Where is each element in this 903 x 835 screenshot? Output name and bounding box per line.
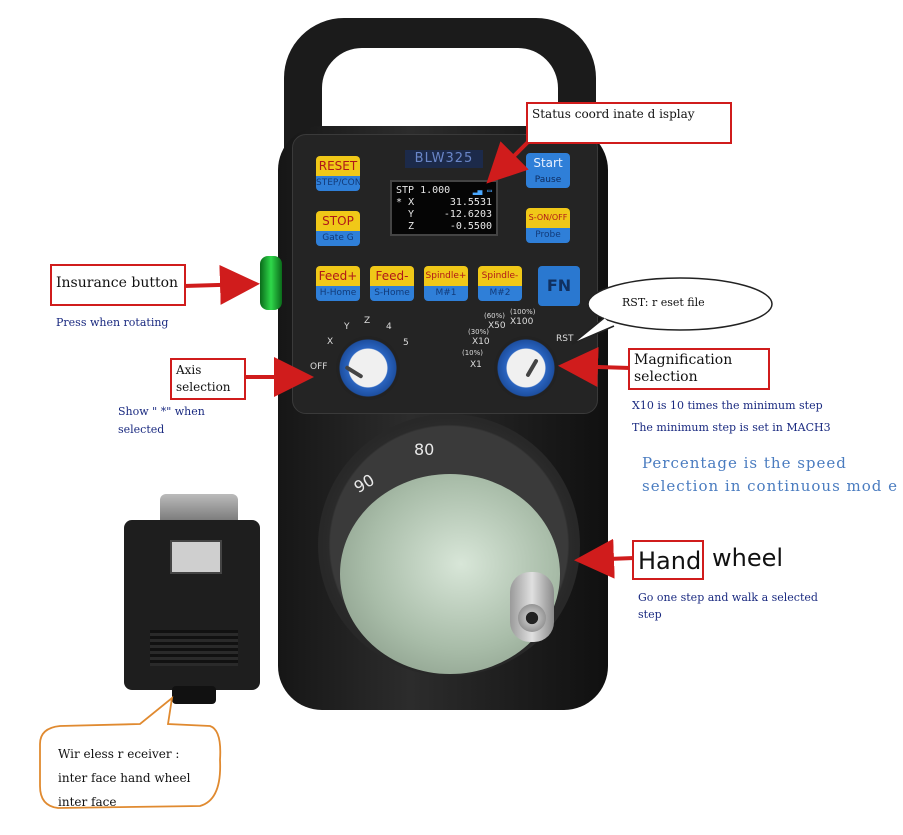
percentage-note-2: selection in continuous mod e [642,477,899,495]
arrow-hand-wheel [574,538,635,579]
mag-dial-p10: (10%) [462,349,484,357]
axis-dial-4: 4 [386,322,392,332]
lcd-selected-marker: * [396,197,403,208]
mag-dial-p100: (100%) [510,308,536,316]
axis-note-2: selected [118,423,165,436]
stop-button[interactable]: STOP Gate G [316,211,360,246]
axis-dial-5: 5 [403,338,409,348]
feed-plus-button[interactable]: Feed+ H-Home [316,266,360,301]
status-display-callout: Status coord inate d isplay [526,102,732,144]
lcd-value-z: -0.5500 [449,221,492,232]
lcd-step: STP 1.000 [396,185,451,196]
axis-dial-off: OFF [310,362,328,372]
mag-dial-x1: X1 [470,360,482,370]
rst-bubble-tail [571,317,615,345]
mag-dial-rst: RST [556,334,574,344]
start-button[interactable]: Start Pause [526,153,570,188]
arrow-status-display [486,138,532,184]
insurance-button-callout: Insurance button [50,264,186,306]
signal-battery-icon: ▂▄ ▭ [472,186,492,195]
model-label: BLW325 [405,150,483,168]
receiver-bubble [39,695,222,809]
mag-note-1: X10 is 10 times the minimum step [632,399,823,412]
rst-bubble [587,277,773,331]
feed-minus-button[interactable]: Feed- S-Home [370,266,414,301]
axis-selection-callout: Axis selection [170,358,246,400]
magnification-knob[interactable] [494,336,558,400]
mag-note-2: The minimum step is set in MACH3 [632,421,831,434]
hand-note-1: Go one step and walk a selected [638,591,818,604]
mag-dial-x100: X100 [510,317,534,327]
axis-dial-z: Z [364,316,371,326]
insurance-note: Press when rotating [56,316,169,329]
reset-button[interactable]: RESET STEP/CON [316,156,360,191]
lcd-value-x: 31.5531 [449,197,492,208]
crank-cap [518,604,546,632]
lcd-axis-z: Z [408,221,415,232]
spindle-plus-button[interactable]: Spindle+ M#1 [424,266,468,301]
mag-dial-p30: (30%) [468,328,490,336]
hand-wheel-callout: Hand [632,540,704,580]
wheel-word: wheel [712,544,784,572]
wheel-mark-80: 80 [414,440,435,459]
lcd-axis-y: Y [408,209,415,220]
lcd-axis-x: X [408,197,415,208]
axis-note-1: Show " *" when [118,405,205,418]
status-display: ▂▄ ▭ STP 1.000 * X 31.5531 Y -12.6203 Z -0.… [390,180,498,236]
fn-button[interactable]: FN [538,266,580,306]
receiver-grille [150,630,238,666]
arrow-insurance [183,264,260,305]
spindle-minus-button[interactable]: Spindle- M#2 [478,266,522,301]
magnification-callout: Magnification selection [628,348,770,390]
mag-dial-x10: X10 [472,337,490,347]
handle-opening [322,48,558,140]
mag-dial-x50: X50 [488,321,506,331]
percentage-note-1: Percentage is the speed [642,454,847,472]
mag-dial-p60: (60%) [484,312,506,320]
receiver-callout: Wir eless r eceiver : inter face hand wh… [58,747,191,809]
hand-note-2: step [638,608,662,621]
insurance-button[interactable] [260,256,282,310]
rst-note: RST: r eset file [622,296,705,309]
son-probe-button[interactable]: S-ON/OFF Probe [526,208,570,243]
receiver-plug [172,686,216,704]
axis-dial-x: X [327,337,334,347]
lcd-value-y: -12.6203 [443,209,492,220]
axis-dial-y: Y [344,322,350,332]
arrow-magnification [558,347,631,387]
receiver-label-plate [170,540,222,574]
